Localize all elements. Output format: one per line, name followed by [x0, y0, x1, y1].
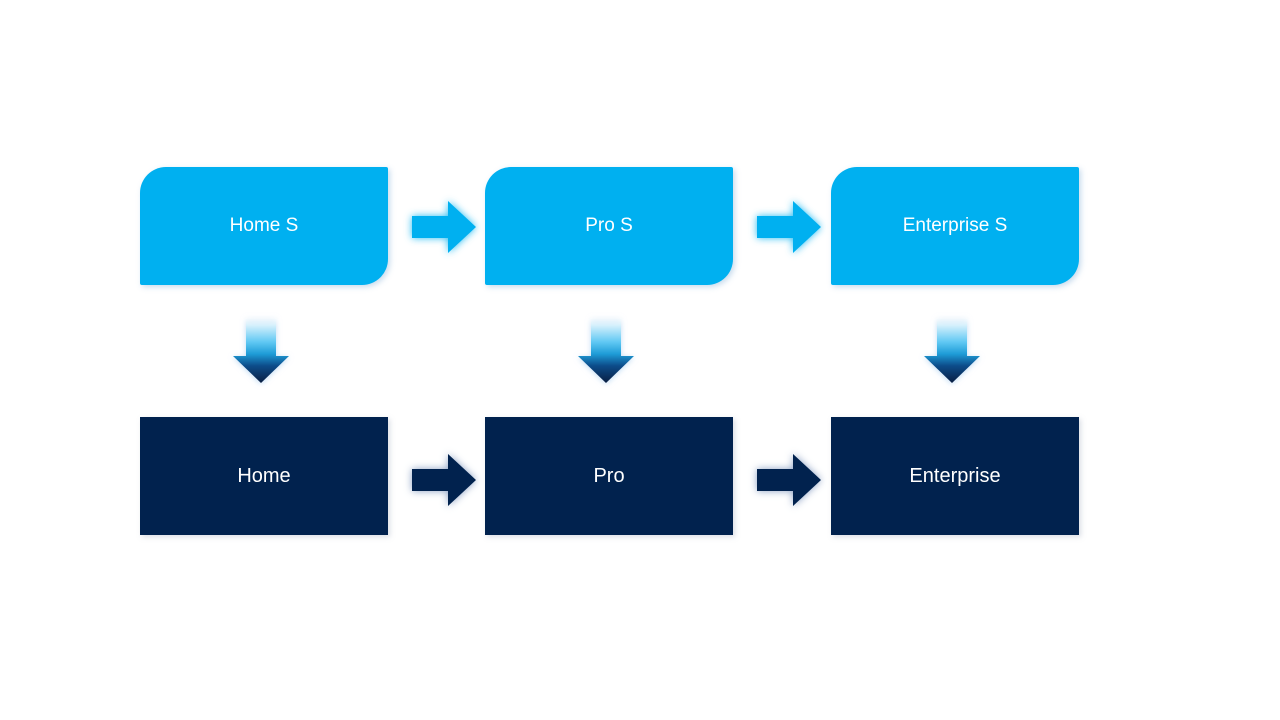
right-arrow-icon: [757, 201, 821, 253]
node-home: Home: [140, 417, 388, 535]
node-home-s: Home S: [140, 167, 388, 285]
node-label: Home S: [229, 215, 299, 236]
node-pro: Pro: [485, 417, 733, 535]
node-enterprise: Enterprise: [831, 417, 1079, 535]
down-arrow-icon: [578, 317, 634, 383]
node-label: Home: [237, 464, 291, 487]
down-arrow-icon: [233, 317, 289, 383]
right-arrow-icon: [757, 454, 821, 506]
node-enterprise-s: Enterprise S: [831, 167, 1079, 285]
node-label: Pro: [593, 464, 625, 487]
node-label: Enterprise S: [902, 215, 1008, 236]
right-arrow-icon: [412, 201, 476, 253]
node-pro-s: Pro S: [485, 167, 733, 285]
right-arrow-icon: [412, 454, 476, 506]
node-label: Pro S: [585, 215, 633, 236]
down-arrow-icon: [924, 317, 980, 383]
node-label: Enterprise: [909, 464, 1001, 487]
